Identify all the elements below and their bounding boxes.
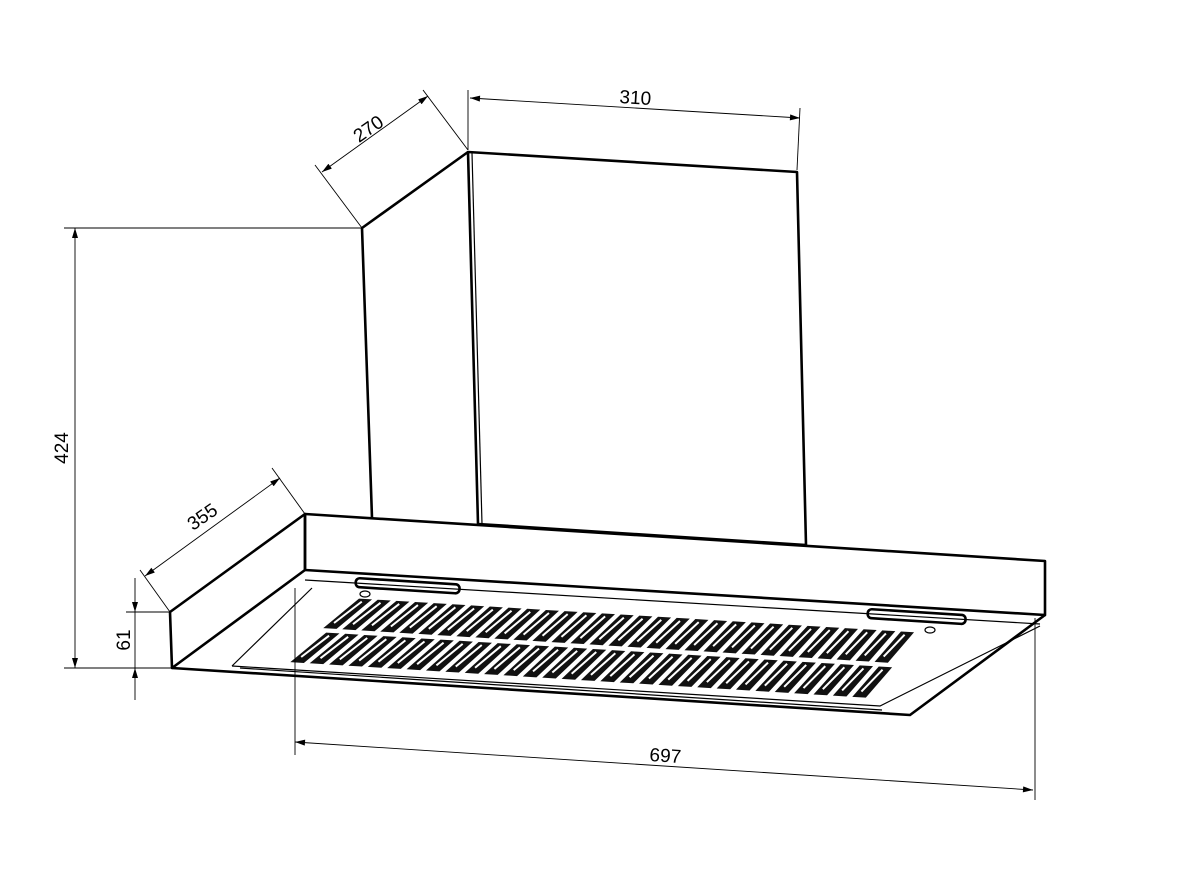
grille-slat-highlight — [579, 615, 606, 639]
grille-slat-highlight — [802, 665, 826, 689]
dimension-355: 355 — [139, 467, 306, 613]
grille-slat-highlight — [319, 636, 349, 659]
grille-slat-highlight — [882, 633, 906, 658]
grille-slat-highlight — [570, 651, 597, 675]
indicator-light-left — [359, 590, 371, 598]
grille-slat-highlight — [693, 622, 719, 646]
canopy-underside — [171, 613, 1046, 717]
grille-slat-highlight — [750, 625, 775, 650]
grille-slat-highlight — [617, 617, 644, 642]
light-panel-right — [866, 607, 967, 626]
grille-slat-highlight — [466, 608, 494, 632]
indicator-light-right — [924, 626, 936, 634]
grille-slat-highlight — [493, 646, 521, 670]
grille-slat-highlight — [863, 632, 887, 657]
dimension-697: 697 — [294, 588, 1036, 800]
grille-slat-highlight — [358, 638, 387, 662]
dimension-310: 310 — [467, 87, 801, 171]
grille-slat-highlight — [788, 628, 812, 652]
grille-slat-highlight — [428, 606, 457, 630]
grille-slat-highlight — [300, 634, 330, 658]
grille-slat-highlight — [636, 619, 662, 643]
grille-slat-highlight — [769, 627, 794, 651]
grille-slat-highlight — [560, 614, 588, 638]
grille-slat-highlight — [655, 620, 681, 644]
grille-slat-highlight — [390, 604, 419, 628]
canopy — [168, 512, 1047, 717]
grille-slat-highlight — [416, 641, 445, 665]
dimension-424: 424 — [52, 227, 362, 669]
grille-slat-highlight — [667, 657, 693, 681]
grille-slat-highlight — [485, 609, 513, 634]
grille-slat-highlight — [674, 621, 700, 645]
dimension-label-424: 424 — [52, 432, 73, 464]
grille-slat-highlight — [333, 600, 363, 624]
grille-slat-highlight — [551, 650, 578, 674]
grille-slat-highlight — [609, 653, 636, 677]
grille-slat-highlight — [435, 643, 464, 667]
canopy-side-face — [168, 512, 307, 670]
grille-slat-highlight — [686, 658, 712, 682]
grille-slat-highlight — [397, 640, 426, 664]
grille-slat-highlight — [744, 661, 769, 686]
chimney-side-face — [360, 150, 469, 519]
grille-slat-highlight — [339, 637, 368, 661]
grille-slat-highlight — [731, 624, 756, 649]
grille-slat-highlight — [513, 647, 540, 671]
grille-slat-highlight — [541, 613, 569, 637]
grille-slat-highlight — [706, 659, 731, 683]
grille-slat-highlight — [845, 631, 868, 655]
grille-slat-highlight — [822, 666, 846, 690]
chimney — [360, 150, 808, 547]
grille-slat-highlight — [522, 612, 550, 636]
dimension-label-697: 697 — [649, 745, 682, 768]
grille-slat-highlight — [532, 648, 559, 673]
grease-filter-grille — [290, 598, 915, 698]
grille-slat-highlight — [712, 623, 737, 647]
grille-slat-highlight — [503, 611, 531, 635]
grille-slat-highlight — [648, 656, 674, 680]
grille-slat-highlight — [826, 630, 850, 654]
grille-slat-highlight — [352, 601, 382, 625]
grille-slat-highlight — [841, 667, 865, 692]
grille-slat-highlight — [590, 652, 617, 676]
grille-slat-highlight — [455, 644, 483, 668]
grille-slat-highlight — [807, 629, 831, 653]
grille-slat-highlight — [409, 605, 438, 629]
grille-slat-highlight — [474, 645, 502, 669]
chimney-front-face — [466, 150, 808, 547]
dimension-label-355: 355 — [184, 500, 222, 535]
grille-slat-highlight — [377, 639, 407, 663]
grille-slat-highlight — [447, 607, 475, 631]
dimension-61: 61 — [114, 578, 172, 700]
grille-slat-highlight — [860, 668, 884, 693]
grille-slat-highlight — [783, 664, 807, 688]
dimension-label-310: 310 — [619, 87, 652, 110]
grille-slat-highlight — [628, 654, 655, 679]
canopy-front-face — [303, 512, 1047, 617]
grille-slat-highlight — [598, 616, 625, 640]
grille-slat-highlight — [764, 663, 788, 687]
dimension-label-61: 61 — [114, 629, 135, 650]
grille-slat-highlight — [725, 660, 750, 684]
dimension-label-270: 270 — [350, 112, 388, 147]
grille-slat-highlight — [371, 603, 400, 627]
light-panel-left — [354, 576, 461, 595]
